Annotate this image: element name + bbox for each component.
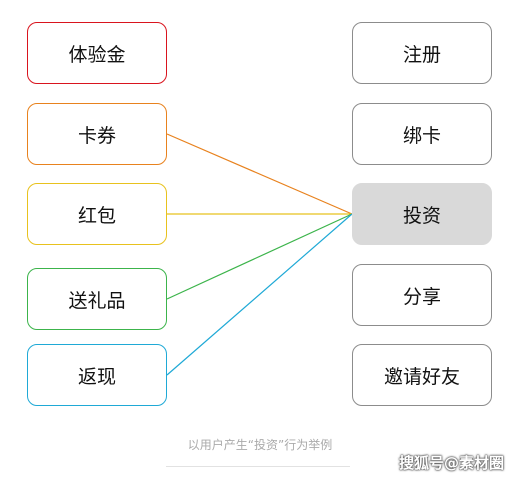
behavior-label: 投资 [402,204,441,227]
behavior-box-share: 分享 [352,264,492,326]
diagram-caption: 以用户产生“投资”行为举例 [187,438,333,452]
behavior-label: 邀请好友 [383,365,460,388]
incentive-box-red-packet: 红包 [27,183,167,245]
behavior-label: 绑卡 [402,124,441,147]
incentive-box-cashback: 返现 [27,344,167,406]
behavior-box-invite-friends: 邀请好友 [352,344,492,406]
behavior-box-register: 注册 [352,22,492,84]
incentive-label: 体验金 [68,43,126,66]
watermark: 搜狐号@素材圈 [399,454,505,472]
incentive-label: 返现 [77,365,116,388]
behavior-box-invest: 投资 [352,183,492,245]
behavior-label: 分享 [402,285,441,308]
incentive-box-coupon: 卡券 [27,103,167,165]
incentive-label: 卡券 [77,124,116,147]
incentive-box-gift: 送礼品 [27,268,167,330]
connection-line [166,213,353,376]
incentive-box-trial-fund: 体验金 [27,22,167,84]
caption-divider [166,466,350,467]
incentive-label: 送礼品 [68,289,126,312]
behavior-label: 注册 [402,43,441,66]
connection-line [166,213,353,300]
behavior-box-bind-card: 绑卡 [352,103,492,165]
incentive-label: 红包 [77,204,116,227]
connection-line [166,133,353,215]
